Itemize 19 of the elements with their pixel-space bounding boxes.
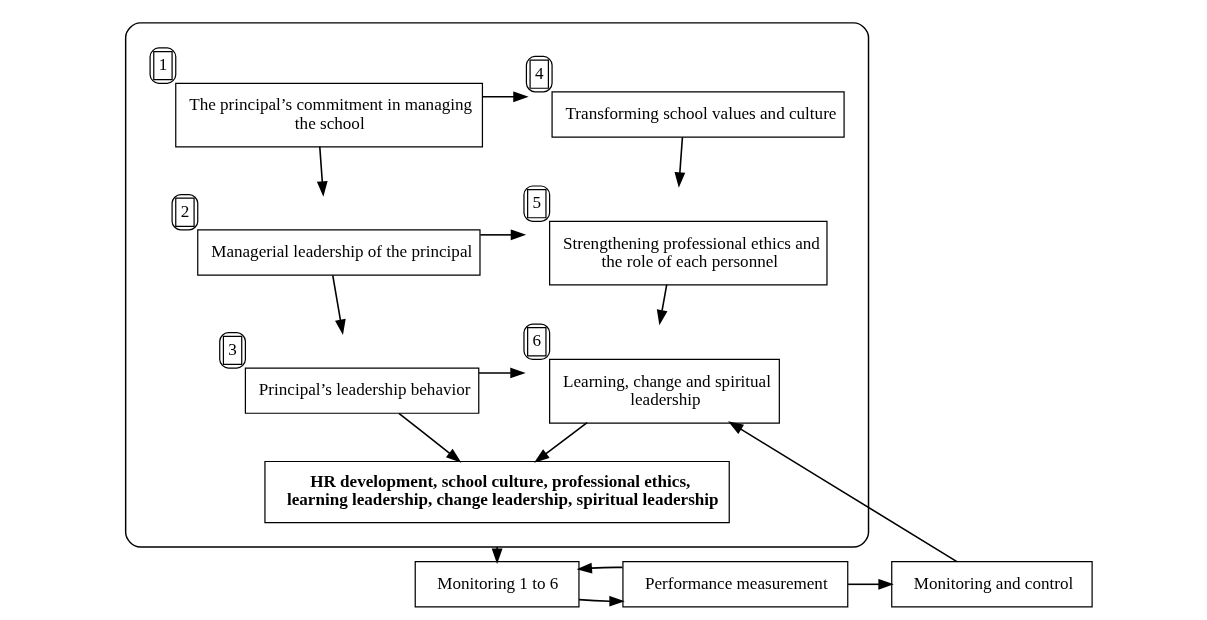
arrow	[533, 421, 588, 463]
arrow	[479, 229, 526, 241]
arrow	[397, 412, 461, 463]
node-box: HR development, school culture, professional ethics, learning leadership, change leadership, spiritual leadership	[263, 460, 730, 524]
arrow	[656, 283, 668, 326]
cluster	[124, 22, 869, 548]
arrow	[674, 136, 685, 188]
node-box: Monitoring 1 to 6	[414, 561, 580, 608]
arrow	[331, 274, 346, 335]
arrow	[846, 578, 894, 590]
arrow	[481, 91, 529, 103]
arrow	[576, 562, 623, 574]
arrow	[477, 367, 526, 379]
node-box: Monitoring and control	[890, 561, 1093, 608]
arrow	[316, 145, 328, 197]
arrow	[727, 421, 958, 563]
node-box: Performance measurement	[621, 561, 848, 608]
arrow	[577, 595, 625, 607]
arrow	[491, 546, 502, 564]
